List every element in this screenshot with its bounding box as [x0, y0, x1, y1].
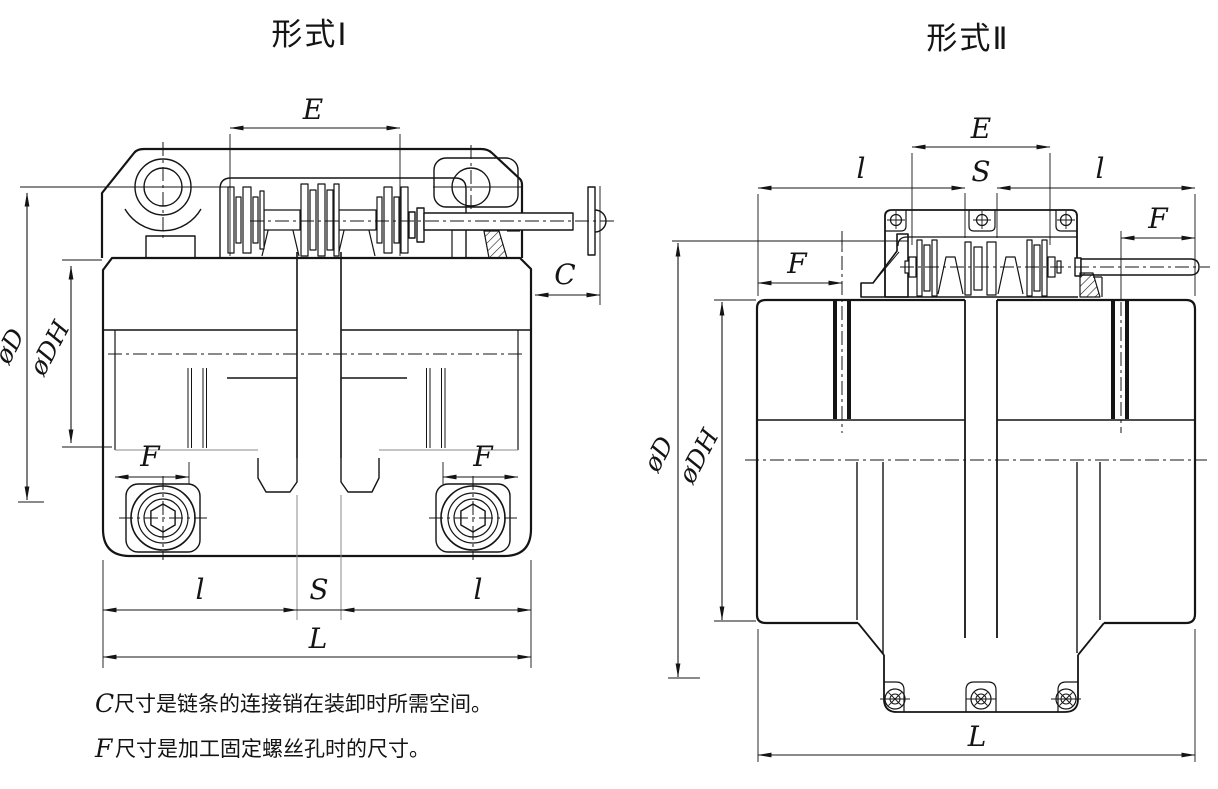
type-ii-connecting-pin	[1074, 257, 1200, 298]
type-ii-dim-l-half-left-label: l	[857, 152, 866, 185]
type-ii-dim-l-s-l: l S l	[757, 152, 1196, 296]
type-ii-dim-d-label: øD	[637, 432, 680, 477]
type-ii-dim-l-total-label: L	[967, 720, 987, 753]
type-i-chain-assembly	[227, 183, 409, 257]
type-ii-dim-l-total: L	[757, 629, 1196, 762]
note-1-lead: C	[95, 689, 114, 718]
notes: C 尺寸是链条的连接销在装卸时所需空间。 F 尺寸是加工固定螺丝孔时的尺寸。	[94, 689, 492, 763]
type-i-connecting-pin	[408, 186, 607, 256]
type-ii-dim-f-right-label: F	[1147, 202, 1169, 235]
type-ii-cover-screws	[880, 688, 1081, 710]
view-type-ii: 形式Ⅱ	[637, 21, 1210, 762]
type-i-dim-f-right-label: F	[472, 440, 494, 473]
type-ii-centerlines	[745, 231, 1210, 461]
type-ii-body	[755, 298, 1197, 656]
type-i-dim-e: E	[229, 93, 401, 256]
type-ii-bottom-cover	[880, 655, 1081, 713]
type-i-dim-s-label: S	[309, 573, 328, 606]
type-i-dim-dh-label: øDH	[23, 315, 76, 381]
type-i-dim-l-total: L	[102, 622, 532, 660]
type-ii-dim-f-left: F	[757, 240, 843, 286]
note-1-text: 尺寸是链条的连接销在装卸时所需空间。	[114, 693, 492, 716]
type-ii-dim-l-half-right-label: l	[1096, 152, 1105, 185]
type-i-title: 形式Ⅰ	[271, 17, 348, 52]
type-i-hex-screw-left	[119, 476, 207, 560]
type-i-centerlines	[20, 142, 616, 355]
type-ii-cap	[860, 209, 1078, 298]
type-i-dim-l-half-left-label: l	[196, 573, 205, 606]
type-i-dim-f-right: F	[442, 440, 519, 484]
type-i-dim-l-s-l: l S l	[102, 495, 532, 668]
type-ii-dim-s-label: S	[971, 155, 990, 188]
type-i-dim-c: C	[534, 186, 601, 305]
type-i-dim-l-half-right-label: l	[474, 573, 483, 606]
type-i-body	[101, 252, 533, 558]
type-i-dim-f-left: F	[114, 440, 190, 484]
type-ii-dim-e: E	[911, 112, 1051, 245]
type-ii-title: 形式Ⅱ	[926, 21, 1009, 56]
type-ii-dim-f-left-label: F	[786, 247, 808, 280]
type-ii-dim-e-label: E	[970, 112, 991, 145]
note-2-lead: F	[94, 734, 114, 763]
type-ii-dim-f-right: F	[1120, 202, 1196, 241]
type-ii-dim-dh-label: øDH	[672, 423, 725, 489]
view-type-i: 形式Ⅰ	[0, 17, 616, 668]
type-i-dim-e-label: E	[302, 93, 323, 126]
type-i-dim-c-label: C	[554, 258, 575, 291]
type-ii-chain-assembly	[904, 239, 1062, 297]
type-ii-dim-dh: øDH	[672, 299, 756, 622]
type-i-dim-f-left-label: F	[139, 440, 161, 473]
type-i-dim-dh: øDH	[23, 259, 112, 448]
note-2-text: 尺寸是加工固定螺丝孔时的尺寸。	[115, 738, 430, 761]
type-i-pin-seat	[451, 229, 520, 259]
type-i-hex-screw-right	[429, 476, 517, 560]
type-i-dim-l-total-label: L	[308, 622, 328, 655]
